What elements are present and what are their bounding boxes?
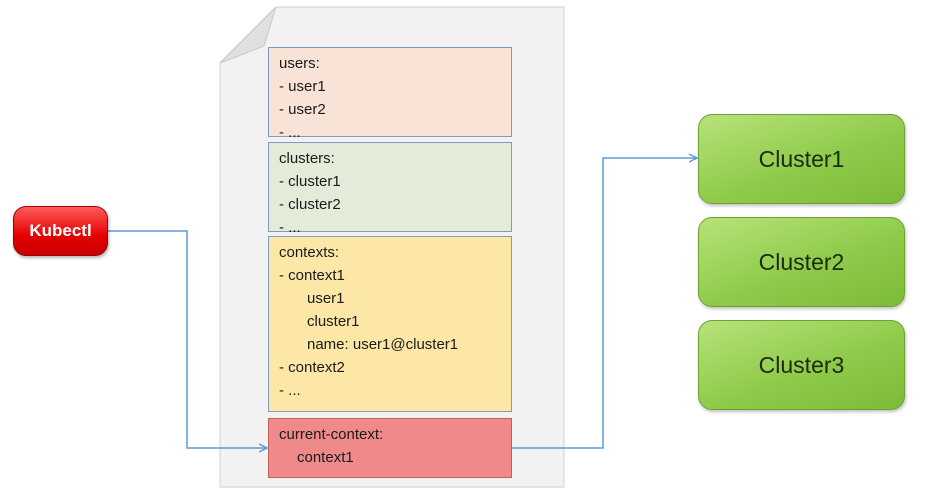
clusters-item: - cluster1 xyxy=(279,173,341,190)
cluster1-label: Cluster1 xyxy=(758,145,845,172)
cluster2-node: Cluster2 xyxy=(698,217,905,307)
clusters-item: - cluster2 xyxy=(279,196,341,213)
clusters-more: - ... xyxy=(279,219,301,236)
context1-user: user1 xyxy=(307,290,345,307)
context1-cluster: cluster1 xyxy=(307,313,360,330)
config-file-fold xyxy=(219,6,277,64)
kubectl-to-current-context-arrow xyxy=(108,230,266,448)
current-context-section: current-context: context1 xyxy=(268,418,512,478)
users-item: - user2 xyxy=(279,101,326,118)
cluster2-label: Cluster2 xyxy=(758,248,845,275)
current-context-header: current-context: xyxy=(279,426,384,443)
users-item: - user1 xyxy=(279,78,326,95)
cluster1-node: Cluster1 xyxy=(698,114,905,204)
users-header: users: xyxy=(279,55,320,72)
cluster3-label: Cluster3 xyxy=(758,351,845,378)
cluster3-node: Cluster3 xyxy=(698,320,905,410)
current-context-value: context1 xyxy=(297,449,354,466)
clusters-section: clusters: - cluster1 - cluster2 - ... xyxy=(268,142,512,236)
users-more: - ... xyxy=(279,124,301,141)
kubectl-label: Kubectl xyxy=(29,221,92,240)
contexts-header: contexts: xyxy=(279,244,340,261)
context2-item: - context2 xyxy=(279,359,345,376)
users-section: users: - user1 - user2 - ... xyxy=(268,47,512,141)
kubectl-node: Kubectl xyxy=(13,206,108,256)
contexts-more: - ... xyxy=(279,382,301,399)
context1-name: name: user1@cluster1 xyxy=(307,336,459,353)
clusters-header: clusters: xyxy=(279,150,335,167)
current-context-to-cluster1-arrow xyxy=(512,158,696,449)
context1-item: - context1 xyxy=(279,267,345,284)
contexts-section: contexts: - context1 user1 cluster1 name… xyxy=(268,236,512,412)
